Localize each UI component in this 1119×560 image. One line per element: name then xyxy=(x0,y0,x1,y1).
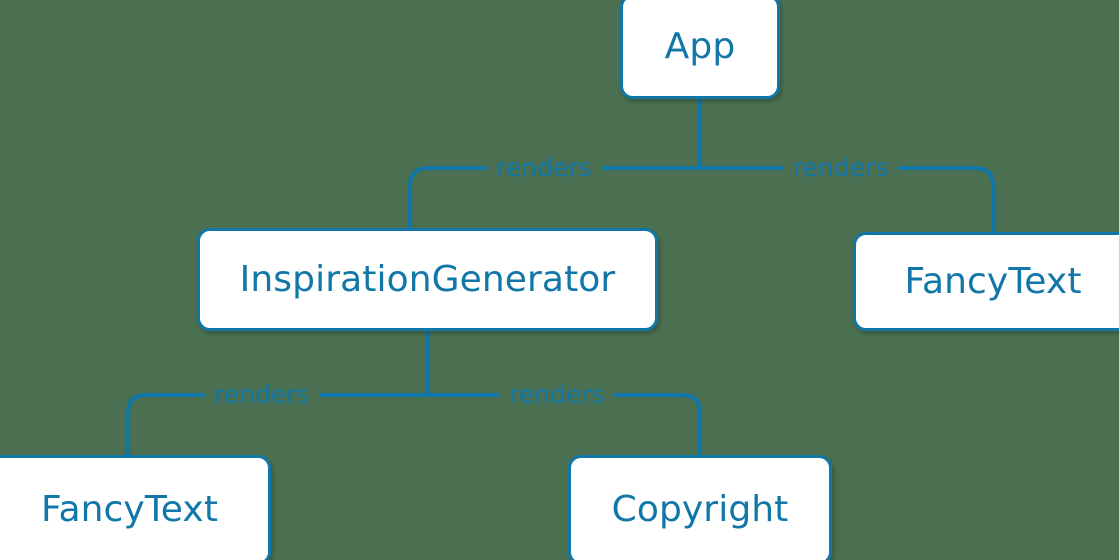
node-inspirationgenerator[interactable]: InspirationGenerator xyxy=(197,228,658,331)
node-inspirationgenerator-label: InspirationGenerator xyxy=(239,258,616,300)
node-fancytext-bottom-label: FancyText xyxy=(40,489,219,530)
edge-label-inspirationgenerator-to-fancytext-bottom: renders xyxy=(205,382,319,407)
edge-label-inspirationgenerator-to-copyright: renders xyxy=(500,382,614,407)
node-fancytext-right-label: FancyText xyxy=(904,260,1082,302)
node-app[interactable]: App xyxy=(620,0,780,99)
node-fancytext-right[interactable]: FancyText xyxy=(853,232,1119,331)
node-copyright[interactable]: Copyright xyxy=(568,455,832,560)
node-app-label: App xyxy=(664,25,736,67)
edge-label-app-to-fancytext-right: renders xyxy=(784,155,898,180)
edge-label-app-to-inspirationgenerator: renders xyxy=(487,155,601,180)
node-fancytext-bottom[interactable]: FancyText xyxy=(0,455,271,560)
node-copyright-label: Copyright xyxy=(611,489,789,530)
